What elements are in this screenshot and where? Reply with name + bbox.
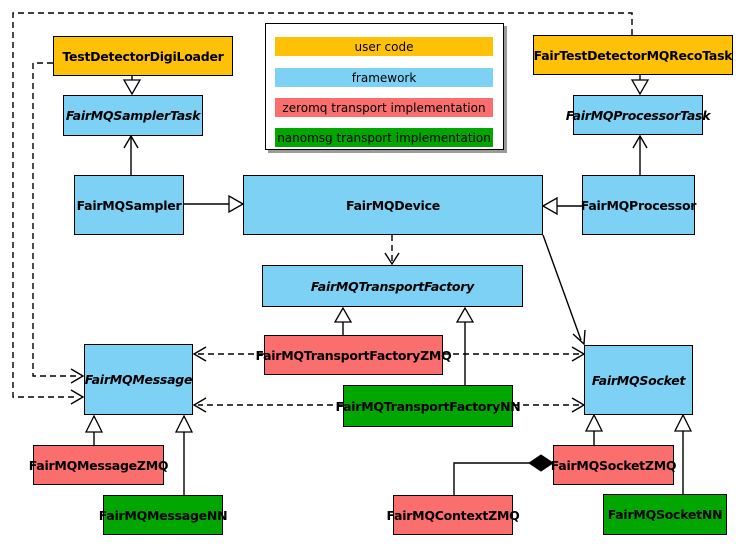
node-fairmqsocket: FairMQSocket bbox=[584, 345, 693, 415]
node-label: FairMQProcessor bbox=[580, 197, 697, 213]
edge-inheritance-fairmqsocketzmq-fairmqsocket bbox=[584, 413, 604, 445]
node-label: FairMQSampler bbox=[76, 197, 182, 213]
node-fairmqprocessor: FairMQProcessor bbox=[580, 175, 697, 235]
node-label: FairMQMessageNN bbox=[98, 507, 228, 523]
edge-inheritance-fairmqmessagenn-fairmqmessage bbox=[174, 414, 194, 495]
node-label: TestDetectorDigiLoader bbox=[62, 48, 224, 64]
node-fairmqsocketzmq: FairMQSocketZMQ bbox=[550, 445, 677, 485]
node-fairmqsamplertask: FairMQSamplerTask bbox=[63, 95, 203, 136]
node-label: FairMQTransportFactoryNN bbox=[335, 398, 521, 414]
legend-item-zeromq: zeromq transport implementation bbox=[275, 98, 493, 117]
legend-label: zeromq transport implementation bbox=[282, 100, 486, 115]
node-label: FairMQProcessorTask bbox=[565, 107, 711, 123]
edge-dependency-fairtestdetectormqrecotask-fairmqmessage bbox=[12, 12, 633, 405]
edge-inheritance-fairmqsampler-fairmqdevice bbox=[184, 194, 245, 214]
edge-inheritance-fairmqtransportfactoryzmq-fairmqtransportfactory bbox=[333, 306, 353, 335]
node-label: FairMQDevice bbox=[346, 197, 440, 213]
edge-dependency-fairmqtransportfactorynn-fairmqmessage bbox=[192, 397, 343, 413]
edge-inheritance-fairmqprocessor-fairmqdevice bbox=[541, 196, 582, 216]
node-fairmqtransportfactory: FairMQTransportFactory bbox=[262, 265, 523, 307]
edge-inheritance-testdetectordigiloader-fairmqsamplertask bbox=[122, 76, 142, 96]
edge-dependency-fairmqdevice-fairmqtransportfactory bbox=[384, 235, 400, 266]
edge-composition-fairmqsocketzmq-fairmqcontextzmq bbox=[453, 454, 554, 495]
edge-inheritance-fairmqtransportfactorynn-fairmqtransportfactory bbox=[455, 306, 475, 385]
edge-dependency-fairmqtransportfactoryzmq-fairmqmessage bbox=[192, 346, 264, 362]
node-fairmqmessagezmq: FairMQMessageZMQ bbox=[29, 445, 169, 485]
node-fairtestdetectormqrecotask: FairTestDetectorMQRecoTask bbox=[533, 35, 733, 75]
node-label: FairMQMessageZMQ bbox=[28, 457, 169, 473]
legend-label: user code bbox=[354, 39, 414, 54]
node-label: FairMQContextZMQ bbox=[386, 507, 520, 523]
node-label: FairMQTransportFactoryZMQ bbox=[255, 347, 452, 363]
node-testdetectordigiloader: TestDetectorDigiLoader bbox=[53, 36, 233, 76]
node-fairmqtransportfactorynn: FairMQTransportFactoryNN bbox=[336, 385, 521, 427]
edge-dependency-fairmqtransportfactorynn-fairmqsocket bbox=[513, 397, 586, 413]
node-fairmqdevice: FairMQDevice bbox=[243, 175, 543, 235]
node-label: FairMQSocketZMQ bbox=[550, 457, 677, 473]
legend-item-framework: framework bbox=[275, 68, 493, 87]
edge-association-fairmqprocessor-fairmqprocessortask bbox=[632, 134, 648, 175]
node-label: FairMQSocketNN bbox=[607, 507, 723, 522]
node-label: FairMQMessage bbox=[84, 372, 193, 387]
node-label: FairMQSamplerTask bbox=[65, 108, 201, 123]
node-label: FairTestDetectorMQRecoTask bbox=[533, 47, 733, 63]
edge-dependency-testdetectordigiloader-fairmqmessage bbox=[32, 62, 85, 384]
node-label: FairMQTransportFactory bbox=[310, 278, 475, 294]
edge-inheritance-fairtestdetectormqrecotask-fairmqprocessortask bbox=[630, 75, 650, 96]
edge-dependency-fairmqtransportfactoryzmq-fairmqsocket bbox=[443, 346, 586, 362]
node-label: FairMQSocket bbox=[591, 372, 686, 388]
legend-label: framework bbox=[351, 70, 417, 85]
edge-association-fairmqdevice-fairmqsocket bbox=[542, 234, 586, 346]
legend-item-nanomsg: nanomsg transport implementation bbox=[275, 128, 493, 147]
node-fairmqtransportfactoryzmq: FairMQTransportFactoryZMQ bbox=[256, 335, 452, 375]
legend-label: nanomsg transport implementation bbox=[277, 130, 491, 145]
node-fairmqcontextzmq: FairMQContextZMQ bbox=[386, 495, 520, 535]
legend: user code framework zeromq transport imp… bbox=[265, 23, 504, 150]
node-fairmqmessagenn: FairMQMessageNN bbox=[99, 495, 228, 535]
node-fairmqsampler: FairMQSampler bbox=[74, 175, 184, 235]
edge-inheritance-fairmqmessagezmq-fairmqmessage bbox=[84, 414, 104, 445]
edge-inheritance-fairmqsocketnn-fairmqsocket bbox=[673, 413, 693, 494]
legend-item-user-code: user code bbox=[275, 37, 493, 56]
node-fairmqprocessortask: FairMQProcessorTask bbox=[566, 95, 711, 135]
node-fairmqsocketnn: FairMQSocketNN bbox=[603, 494, 727, 535]
edge-association-fairmqsampler-fairmqsamplertask bbox=[123, 134, 139, 175]
node-fairmqmessage: FairMQMessage bbox=[84, 344, 193, 415]
